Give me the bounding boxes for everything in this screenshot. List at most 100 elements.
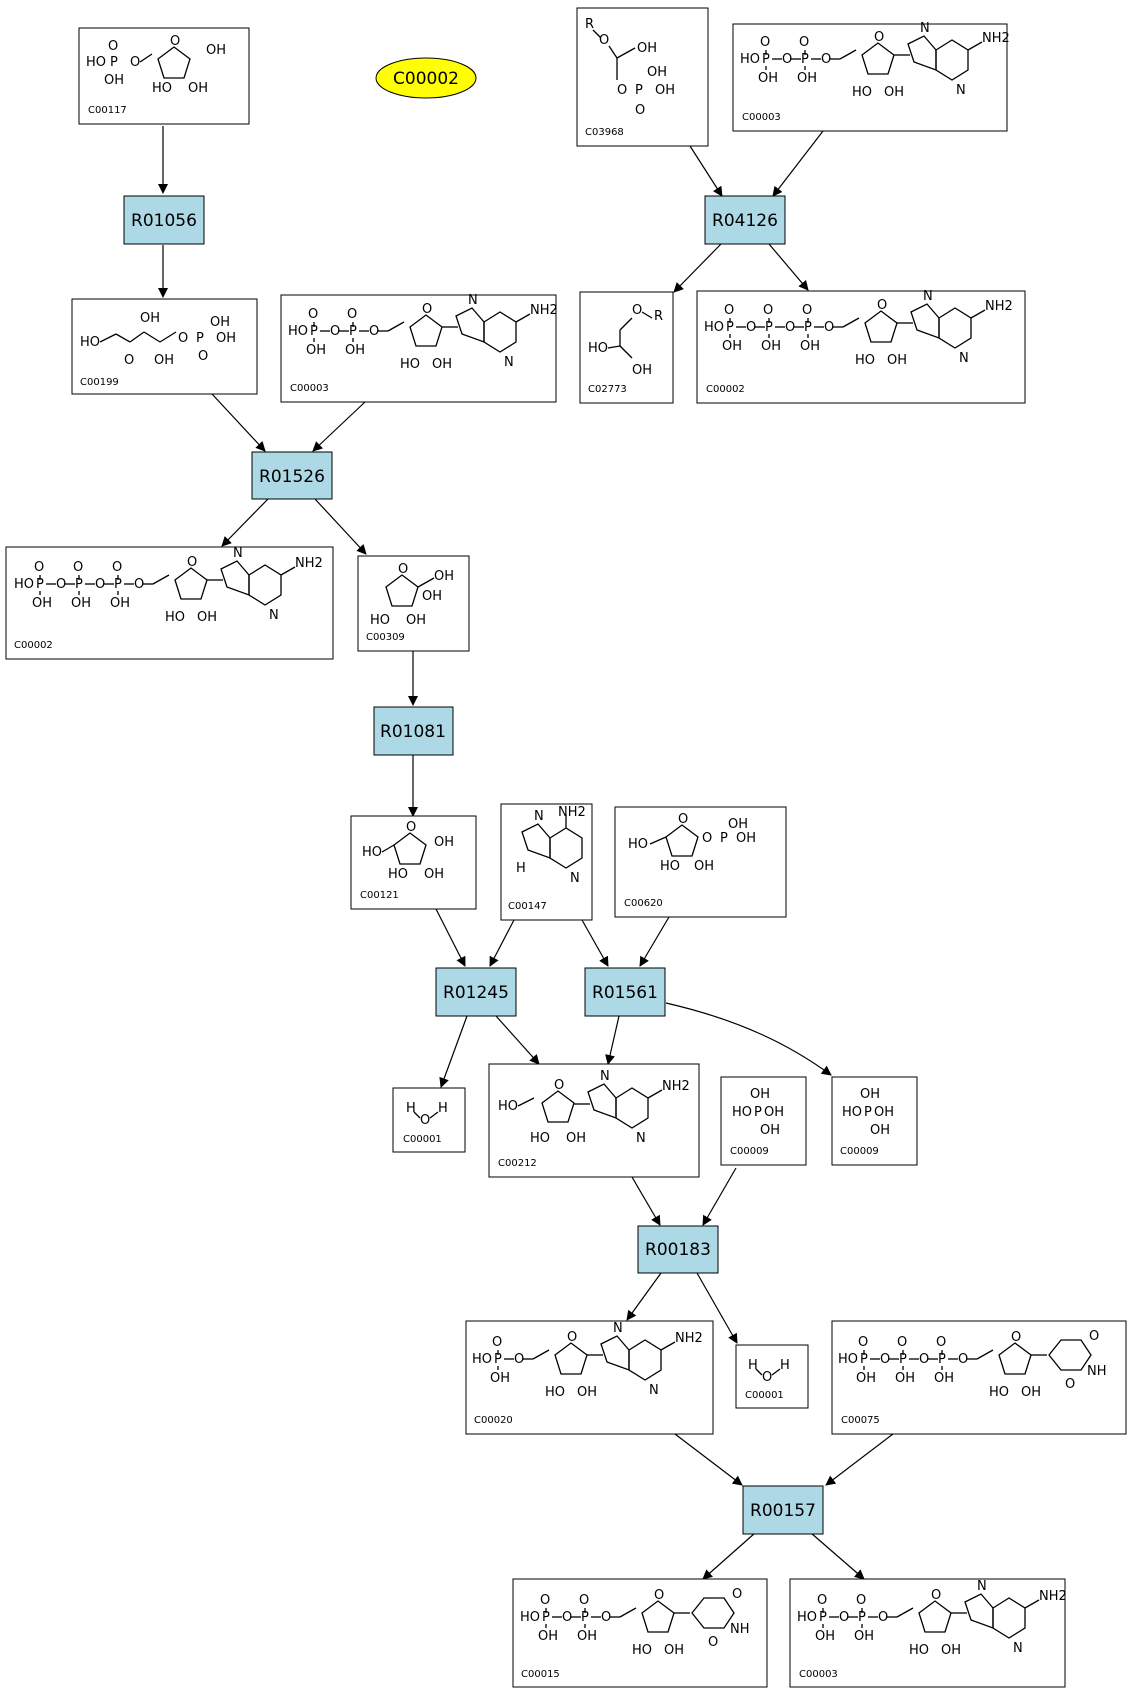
compound-id: C00020 xyxy=(474,1415,513,1426)
focus-compound-node[interactable]: C00002 xyxy=(375,57,477,99)
reaction-label: R04126 xyxy=(712,211,778,231)
compound-C00003-top[interactable]: C00003 xyxy=(732,23,1008,132)
compound-C00001-a[interactable]: C00001 xyxy=(392,1087,466,1153)
compound-C00121[interactable]: C00121 xyxy=(350,815,477,910)
compound-id: C00620 xyxy=(624,898,663,909)
compound-id: C00001 xyxy=(745,1390,784,1401)
compound-C00199[interactable]: C00199 xyxy=(71,298,258,395)
chain-bond xyxy=(616,47,636,59)
reaction-R01081[interactable]: R01081 xyxy=(373,706,454,756)
bridge-oxygen: O xyxy=(839,1610,849,1625)
phosphorus-label: P xyxy=(581,1610,589,1625)
bridge-oxygen: O xyxy=(178,331,188,346)
ribose-hydroxyl: HO xyxy=(545,1385,565,1400)
c5-bond xyxy=(619,1607,637,1618)
oxo-label: O xyxy=(802,303,812,318)
phosphorus-label: P xyxy=(110,55,118,70)
compound-id: C00002 xyxy=(706,384,745,395)
oxo-label: O xyxy=(112,560,122,575)
compound-id: C00212 xyxy=(498,1158,537,1169)
compound-C00620[interactable]: C00620 xyxy=(614,806,787,918)
bridge-oxygen: O xyxy=(782,52,792,67)
c5-bond xyxy=(532,1349,550,1360)
amine-bond xyxy=(660,1341,676,1351)
compound-C00147[interactable]: C00147 xyxy=(500,803,593,921)
imidazole-ring xyxy=(964,1593,994,1629)
reaction-R01526[interactable]: R01526 xyxy=(251,451,333,500)
reaction-R01561[interactable]: R01561 xyxy=(584,967,666,1017)
ring-oxygen: O xyxy=(874,30,884,45)
hydrogen-label: H xyxy=(438,1101,448,1116)
compound-C00020[interactable]: C00020 xyxy=(465,1320,714,1435)
chain-bond xyxy=(115,333,131,343)
ring-nitrogen: N xyxy=(534,809,544,824)
ether-oxygen: O xyxy=(632,303,642,318)
compound-C00309[interactable]: C00309 xyxy=(357,555,470,652)
compound-C00002-right[interactable]: C00002 xyxy=(696,290,1026,404)
bridge-oxygen: O xyxy=(369,324,379,339)
imidazole-ring xyxy=(910,303,940,339)
ring-oxygen: O xyxy=(554,1078,564,1093)
hydroxyl-label: OH xyxy=(647,65,667,80)
oxo-label: O xyxy=(897,1335,907,1350)
compound-C00009-a[interactable]: C00009 xyxy=(720,1076,807,1166)
oxo-label: O xyxy=(540,1593,550,1608)
edge-c00009-r00183 xyxy=(702,1167,737,1226)
reaction-R00183[interactable]: R00183 xyxy=(637,1225,719,1274)
reaction-R01245[interactable]: R01245 xyxy=(435,967,517,1017)
ester-oxygen: O xyxy=(599,33,609,48)
hydroxyl-label: OH xyxy=(722,339,742,354)
hydroxyl-label: OH xyxy=(815,1629,835,1644)
hydroxyl-label: OH xyxy=(216,331,236,346)
compound-C02773[interactable]: C02773 xyxy=(579,291,674,404)
reaction-R00157[interactable]: R00157 xyxy=(742,1485,824,1535)
edge-c00020-r00157 xyxy=(674,1433,743,1486)
compound-C00002-left[interactable]: C00002 xyxy=(5,546,334,660)
ribose-hydroxyl: OH xyxy=(694,859,714,874)
compound-C00212[interactable]: C00212 xyxy=(488,1063,700,1178)
hydroxyl-label: HO xyxy=(628,837,648,852)
compound-C00001-b[interactable]: C00001 xyxy=(735,1344,809,1409)
c5-bond xyxy=(839,49,857,60)
ribose-hydroxyl: HO xyxy=(370,613,390,628)
sugar-ring xyxy=(393,832,427,865)
edge-c00121-r01245 xyxy=(435,908,466,967)
ring-oxygen: O xyxy=(1011,1330,1021,1345)
ribose-hydroxyl: OH xyxy=(197,610,217,625)
bridge-oxygen: O xyxy=(880,1352,890,1367)
bridge-oxygen: O xyxy=(746,320,756,335)
hydroxyl-label: OH xyxy=(860,1087,880,1102)
ring-oxygen: O xyxy=(398,562,408,577)
compound-C00009-b[interactable]: C00009 xyxy=(831,1076,918,1166)
hydrogen-label: H xyxy=(406,1101,416,1116)
compound-C00075[interactable]: C00075 xyxy=(831,1320,1127,1435)
reaction-R01056[interactable]: R01056 xyxy=(123,195,205,245)
reaction-R04126[interactable]: R04126 xyxy=(704,195,786,245)
ribose-hydroxyl: OH xyxy=(887,353,907,368)
oxo-label: O xyxy=(763,303,773,318)
hydroxyl-label: OH xyxy=(32,596,52,611)
compound-id: C00002 xyxy=(14,640,53,651)
compounds: C00117 C03968 C00003 C00199 C00003 C0277… xyxy=(5,7,1127,1688)
compound-C00003-mid[interactable]: C00003 xyxy=(280,294,557,403)
compound-C03968[interactable]: C03968 xyxy=(576,7,709,147)
hydroxyl-label: OH xyxy=(870,1123,890,1138)
ring-oxygen: O xyxy=(877,298,887,313)
compound-C00015[interactable]: C00015 xyxy=(512,1578,768,1688)
compound-C00003-bottom[interactable]: C00003 xyxy=(789,1578,1066,1688)
keto-oxygen: O xyxy=(124,353,134,368)
oxo-label: O xyxy=(724,303,734,318)
hydroxyl-label: OH xyxy=(422,589,442,604)
ribose-hydroxyl: HO xyxy=(855,353,875,368)
bridge-oxygen: O xyxy=(821,52,831,67)
phosphorus-label: P xyxy=(196,331,204,346)
ribose-hydroxyl: HO xyxy=(530,1131,550,1146)
sugar-ring xyxy=(409,314,443,347)
ring-nitrogen: N xyxy=(920,21,930,36)
edge-r00183-c00020 xyxy=(626,1272,662,1321)
c5-bond xyxy=(517,1097,535,1107)
phosphorus-label: P xyxy=(864,1105,872,1120)
hydroxyl-label: HO xyxy=(288,324,308,339)
